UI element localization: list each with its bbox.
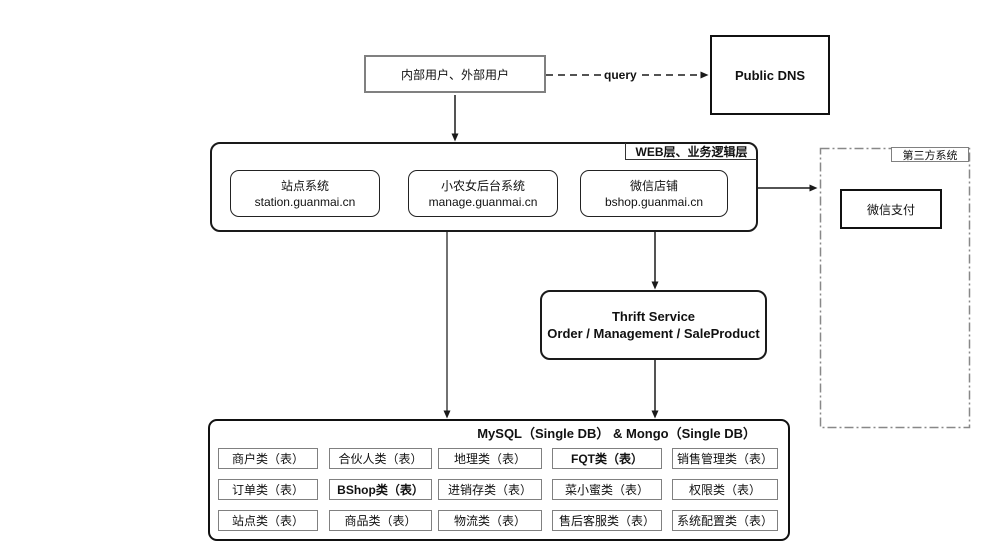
table-group-product: 商品类（表）: [329, 510, 432, 531]
table-group-merchant: 商户类（表）: [218, 448, 318, 469]
bshop-system-node: 微信店铺 bshop.guanmai.cn: [580, 170, 728, 217]
thrift-service-node: Thrift Service Order / Management / Sale…: [540, 290, 767, 360]
table-group-sysconfig: 系统配置类（表）: [672, 510, 778, 531]
bshop-system-domain: bshop.guanmai.cn: [604, 194, 704, 209]
query-connector-label: query: [601, 67, 640, 83]
table-group-sales-mgmt: 销售管理类（表）: [672, 448, 778, 469]
manage-system-name: 小农女后台系统: [440, 178, 525, 193]
table-group-permission: 权限类（表）: [672, 479, 778, 500]
table-group-fqt: FQT类（表）: [552, 448, 662, 469]
users-node: 内部用户、外部用户: [364, 55, 546, 93]
manage-system-node: 小农女后台系统 manage.guanmai.cn: [408, 170, 558, 217]
station-system-node: 站点系统 station.guanmai.cn: [230, 170, 380, 217]
database-container: MySQL（Single DB） & Mongo（Single DB） 商户类（…: [208, 419, 790, 541]
station-system-domain: station.guanmai.cn: [254, 194, 356, 209]
table-group-partner: 合伙人类（表）: [329, 448, 432, 469]
station-system-name: 站点系统: [280, 178, 329, 193]
table-group-geo: 地理类（表）: [438, 448, 542, 469]
table-group-logistics: 物流类（表）: [438, 510, 542, 531]
third-party-title: 第三方系统: [891, 147, 969, 162]
public-dns-node: Public DNS: [710, 35, 830, 115]
bshop-system-name: 微信店铺: [629, 178, 678, 193]
public-dns-label: Public DNS: [734, 67, 806, 83]
table-group-order: 订单类（表）: [218, 479, 318, 500]
thrift-service-subtitle: Order / Management / SaleProduct: [547, 326, 760, 341]
wechat-pay-label: 微信支付: [866, 202, 915, 217]
table-group-aftersales: 售后客服类（表）: [552, 510, 662, 531]
wechat-pay-node: 微信支付: [840, 189, 942, 229]
web-layer-container: WEB层、业务逻辑层 站点系统 station.guanmai.cn 小农女后台…: [210, 142, 758, 232]
table-group-bshop: BShop类（表）: [329, 479, 432, 500]
thrift-service-title: Thrift Service: [611, 309, 696, 324]
web-layer-title: WEB层、业务逻辑层: [625, 143, 757, 160]
manage-system-domain: manage.guanmai.cn: [428, 194, 538, 209]
table-group-inventory: 进销存类（表）: [438, 479, 542, 500]
table-group-station: 站点类（表）: [218, 510, 318, 531]
users-node-label: 内部用户、外部用户: [400, 67, 509, 82]
table-group-caixiaomi: 菜小蜜类（表）: [552, 479, 662, 500]
database-title: MySQL（Single DB） & Mongo（Single DB）: [477, 426, 756, 441]
